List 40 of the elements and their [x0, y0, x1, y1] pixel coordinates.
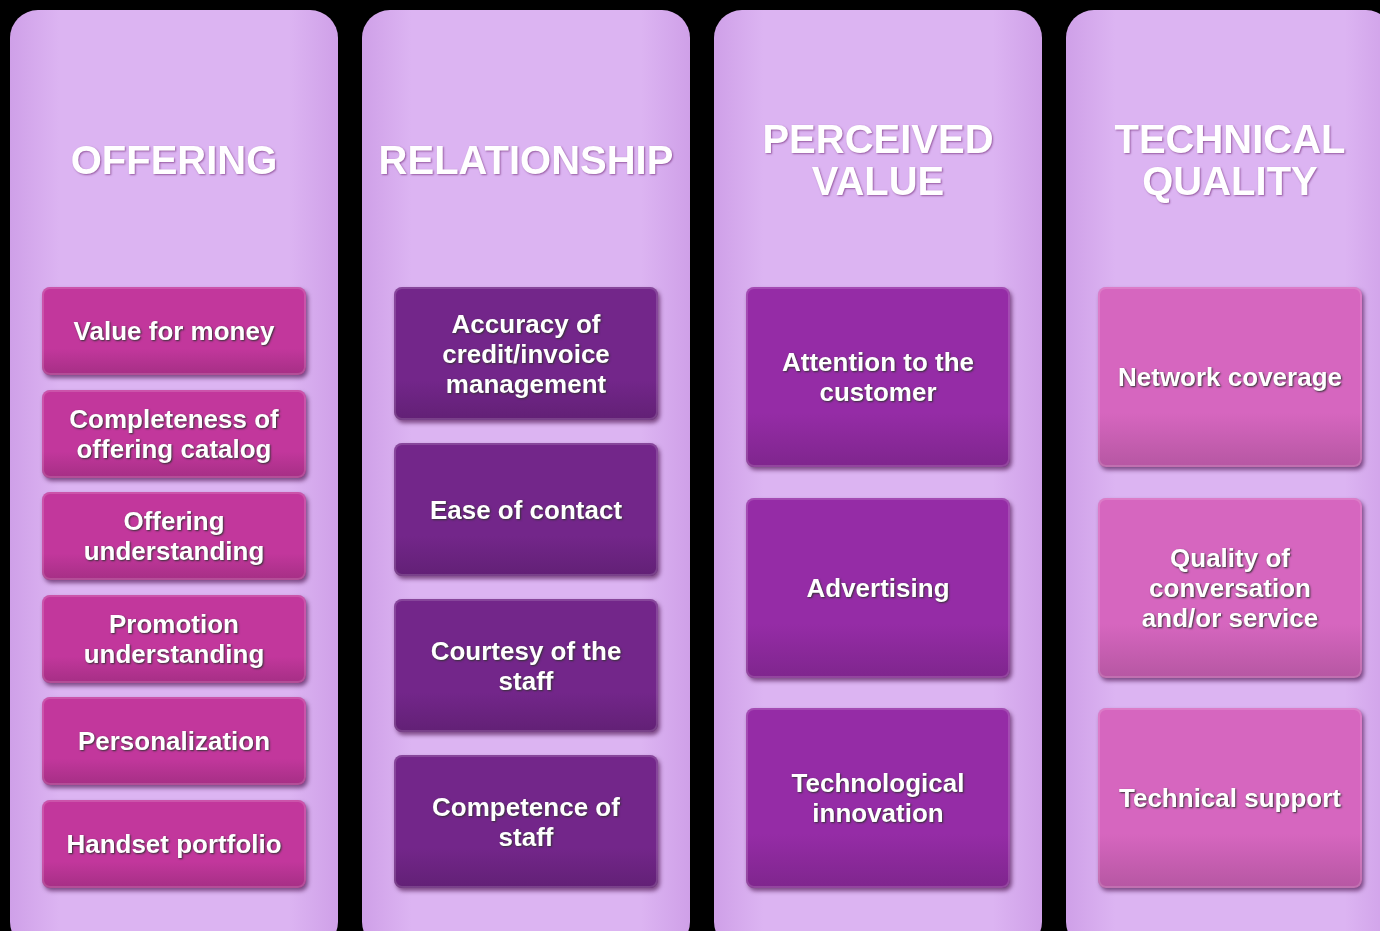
- item-box: [746, 497, 1010, 678]
- item-text: Network coverage: [1118, 362, 1342, 392]
- item-text: Value for money: [73, 316, 275, 346]
- item-box: [394, 599, 658, 732]
- item-box: [42, 594, 306, 683]
- column-heading: OFFERING: [70, 139, 278, 181]
- item-box: [394, 755, 658, 888]
- item-text: Handset portfolio: [66, 828, 282, 859]
- item-text: Technological innovation: [790, 768, 966, 828]
- item-text: Technical support: [1119, 783, 1341, 813]
- item-text: Quality of conversation and/or service: [1140, 542, 1320, 633]
- item-box: [42, 697, 306, 786]
- item-text: Attention to the customer: [780, 347, 976, 407]
- item-box: [42, 389, 306, 478]
- item-text: Completeness of offering catalog: [68, 403, 280, 464]
- column-panel: [362, 10, 690, 931]
- item-box: [746, 708, 1010, 888]
- item-text: Offering understanding: [82, 506, 266, 567]
- item-box: [42, 287, 306, 375]
- column-heading: PERCEIVED VALUE: [761, 118, 995, 202]
- column-heading: TECHNICAL QUALITY: [1113, 118, 1347, 202]
- item-box: [1098, 497, 1362, 678]
- item-box: [1098, 708, 1362, 888]
- column-panel: [714, 10, 1042, 931]
- item-text: Promotion understanding: [82, 608, 266, 669]
- item-box: [1098, 287, 1362, 467]
- column-heading: RELATIONSHIP: [378, 139, 674, 181]
- item-box: [394, 287, 658, 420]
- item-box: [42, 799, 306, 888]
- column-panel: [10, 10, 338, 931]
- item-text: Competence of staff: [431, 791, 621, 852]
- item-box: [746, 287, 1010, 467]
- item-text: Advertising: [806, 572, 950, 603]
- column-panel: [1066, 10, 1380, 931]
- item-box: [394, 443, 658, 576]
- item-text: Courtesy of the staff: [429, 635, 623, 696]
- item-box: [42, 492, 306, 581]
- item-text: Accuracy of credit/invoice management: [441, 308, 611, 399]
- item-text: Ease of contact: [429, 494, 623, 525]
- item-text: Personalization: [77, 726, 271, 757]
